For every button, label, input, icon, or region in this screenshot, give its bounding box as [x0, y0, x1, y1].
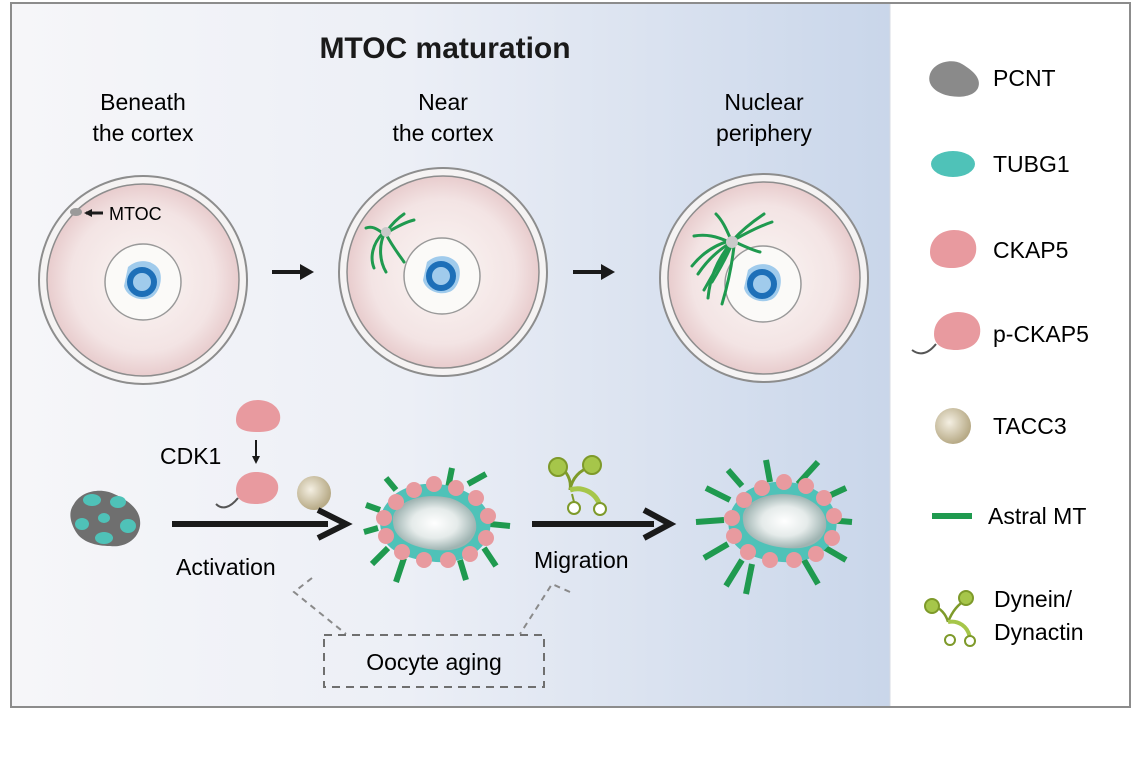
oocyte-aging-label: Oocyte aging [366, 649, 502, 675]
legend-label: Dynactin [994, 619, 1083, 645]
cdk1-label: CDK1 [160, 443, 221, 469]
aging-connector-activation [292, 577, 347, 635]
mature-mtoc-activated [363, 467, 511, 583]
ckap5-blob-icon [930, 230, 977, 268]
stage-label-beneath-cortex: Beneath the cortex [93, 89, 194, 146]
legend-label: Dynein/ [994, 586, 1073, 612]
legend-label: Astral MT [988, 503, 1086, 529]
mtoc-dot [70, 208, 82, 216]
legend-item-p-ckap5: p-CKAP5 [911, 312, 1089, 355]
dynein-dynactin-icon [924, 590, 976, 647]
oocyte-nuclear-periphery [659, 173, 869, 383]
legend-item-dynein-dynactin: Dynein/ Dynactin [924, 586, 1083, 647]
legend-label: CKAP5 [993, 237, 1068, 263]
tacc3-sphere-icon [935, 408, 971, 444]
stage-label-near-cortex: Near the cortex [393, 89, 494, 146]
astral-mt-stubs [363, 467, 511, 583]
mtoc-label: MTOC [109, 204, 162, 224]
diagram-title: MTOC maturation [319, 32, 570, 65]
stage-arrow-1-icon [272, 264, 314, 280]
mature-mtoc-migrated [695, 459, 853, 595]
aging-connector-migration [519, 582, 571, 635]
stage-label-line: the cortex [393, 120, 494, 146]
ckap5-ring [724, 474, 842, 568]
legend-label: TACC3 [993, 413, 1067, 439]
mtoc-dot [381, 227, 391, 237]
migration-label: Migration [534, 547, 629, 573]
activation-arrow-icon [172, 507, 353, 541]
p-ckap5-molecule [215, 472, 279, 509]
legend: PCNT TUBG1 CKAP5 p-CKAP5 TACC3 Astral MT [911, 61, 1089, 647]
oocyte-beneath-cortex: MTOC [38, 175, 248, 385]
oocyte-aging-annotation: Oocyte aging [292, 577, 571, 688]
stage-label-line: the cortex [93, 120, 194, 146]
nucleolus-ring-icon [747, 269, 777, 299]
pcnt-aggregate [70, 490, 141, 547]
legend-item-ckap5: CKAP5 [930, 230, 1068, 268]
stage-label-nuclear-periphery: Nuclear periphery [716, 89, 812, 146]
legend-item-pcnt: PCNT [929, 61, 1056, 97]
migration-arrow-icon [532, 507, 677, 541]
stage-arrow-2-icon [573, 264, 615, 280]
oocyte-near-cortex [338, 167, 548, 377]
legend-label: p-CKAP5 [993, 321, 1089, 347]
legend-item-tubg1: TUBG1 [931, 151, 1070, 177]
legend-item-astral-mt: Astral MT [932, 503, 1086, 529]
ckap5-ring [376, 476, 496, 568]
dynein-dynactin-complex [548, 455, 607, 516]
legend-label: PCNT [993, 65, 1056, 91]
nucleolus-ring-icon [127, 267, 157, 297]
stage-label-line: Nuclear [724, 89, 804, 115]
stage-label-line: periphery [716, 120, 812, 146]
nucleolus-ring-icon [426, 261, 456, 291]
phosphate-tail-icon [911, 343, 937, 355]
pcnt-blob-icon [929, 61, 979, 97]
legend-item-tacc3: TACC3 [935, 408, 1067, 444]
aging-box [323, 634, 545, 688]
tacc3-molecule [297, 476, 331, 510]
mtoc-dot [726, 236, 738, 248]
legend-label: TUBG1 [993, 151, 1070, 177]
ckap5-unphosphorylated [236, 400, 281, 432]
tubg1-oval-icon [931, 151, 975, 177]
p-ckap5-blob-icon [934, 312, 981, 350]
stage-label-line: Beneath [100, 89, 186, 115]
activation-label: Activation [176, 554, 276, 580]
stage-label-line: Near [418, 89, 468, 115]
astral-microtubules [690, 212, 774, 306]
